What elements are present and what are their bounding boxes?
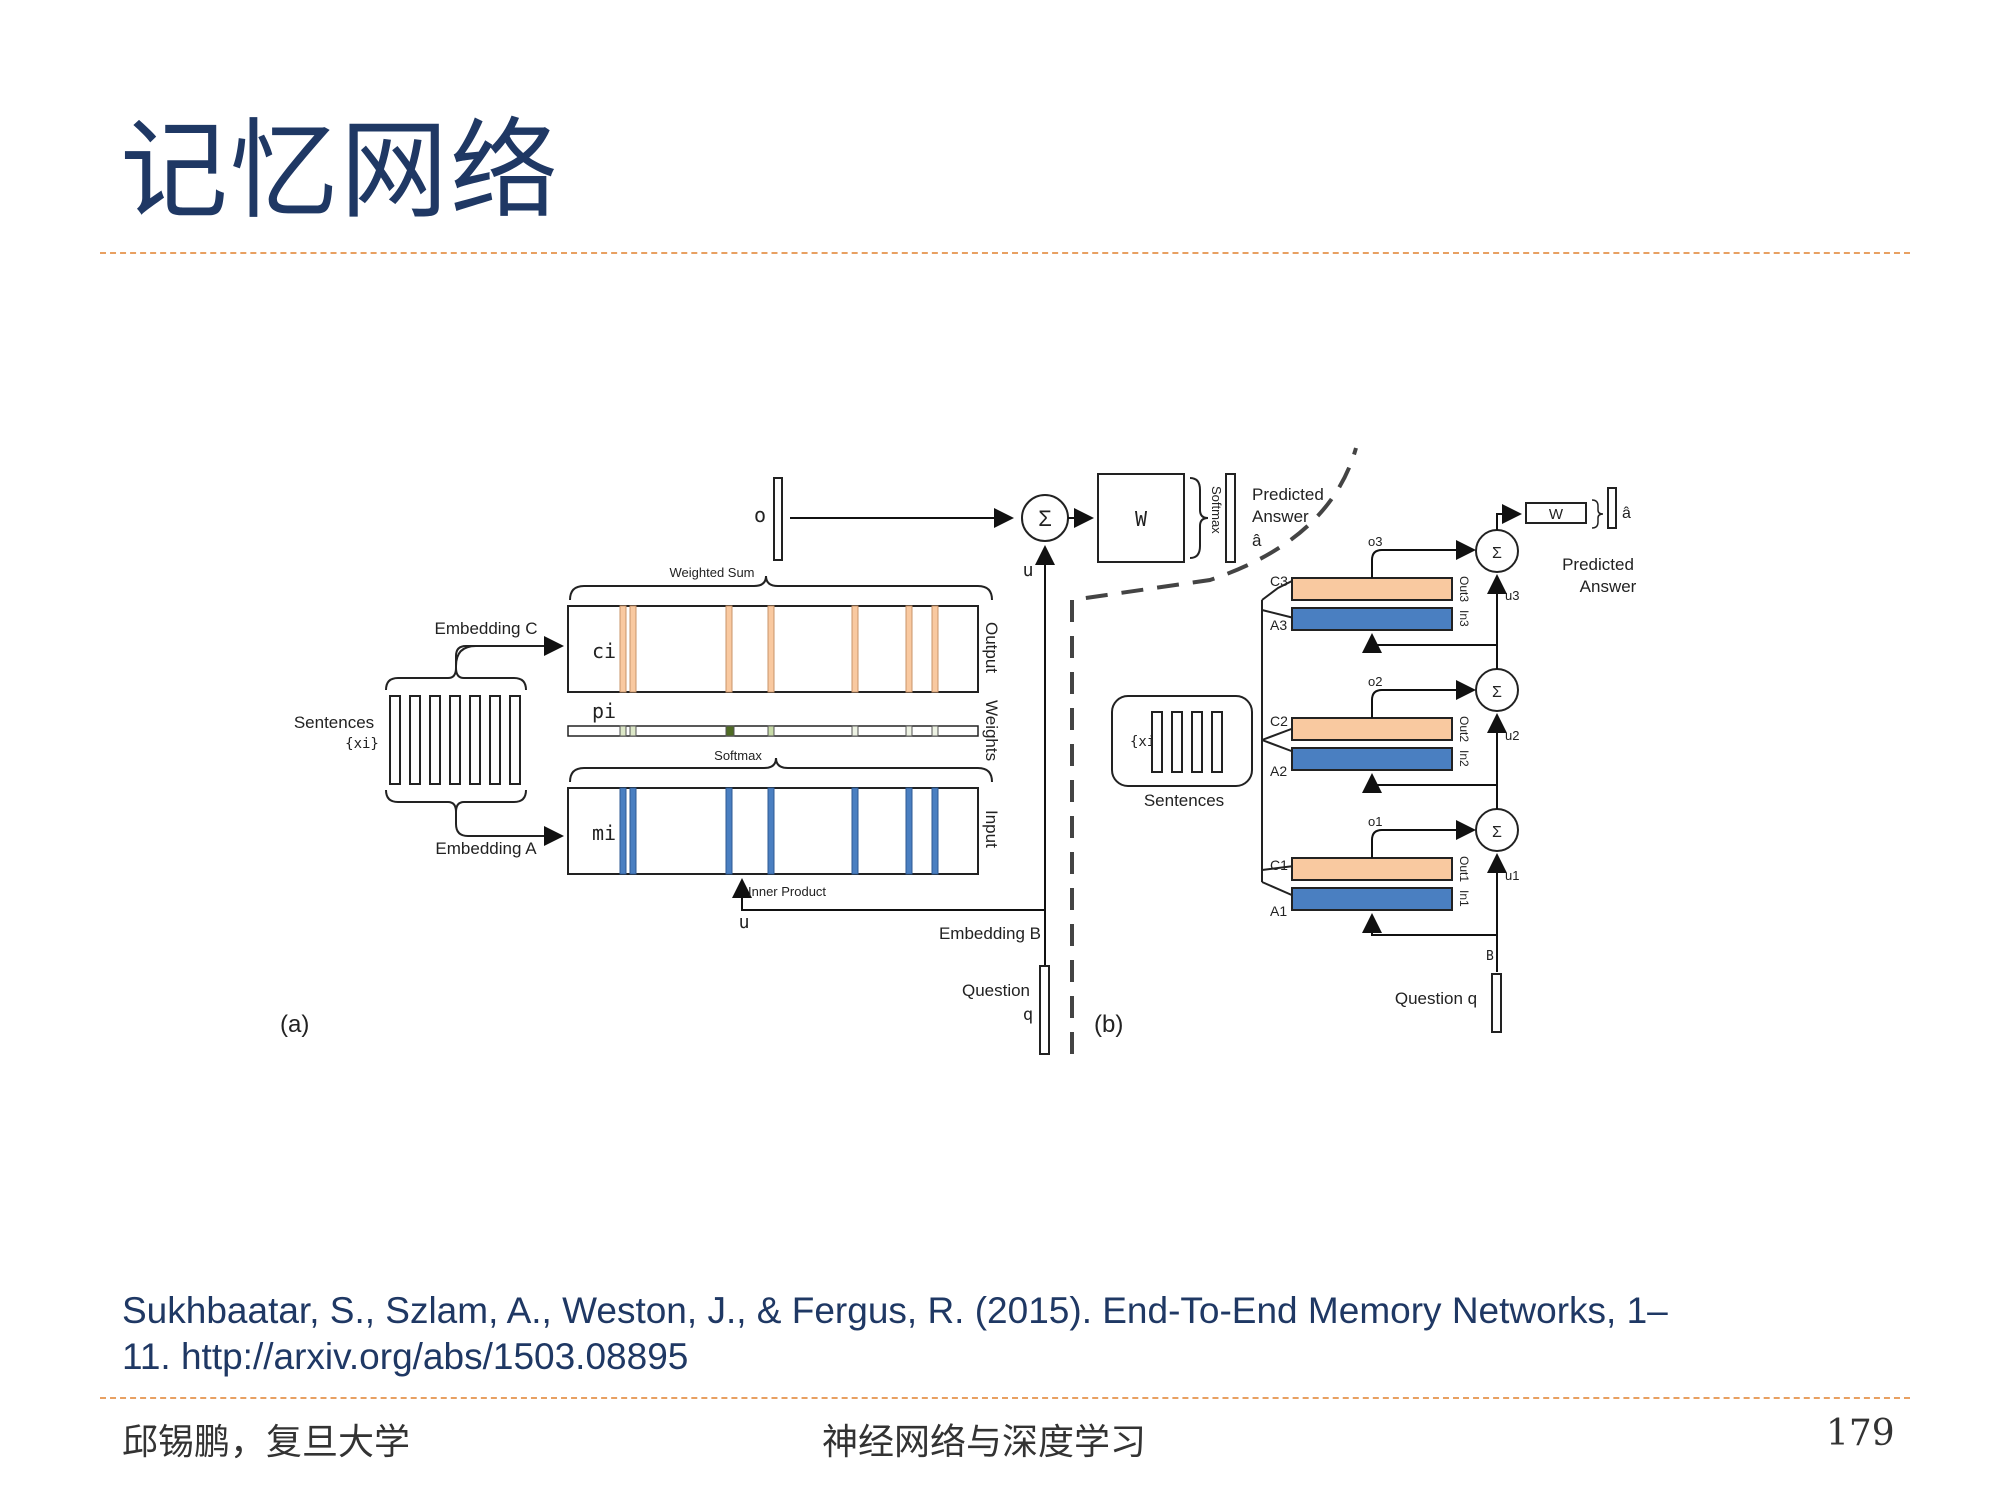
b-predicted-label: Predicted	[1562, 555, 1634, 574]
output-label: Output	[982, 622, 1001, 673]
mi-label: mi	[592, 821, 616, 845]
hop1-u: u1	[1505, 868, 1519, 883]
hop2-input-memory	[1291, 747, 1453, 771]
hop1-c: C1	[1270, 857, 1288, 873]
sentences-label: Sentences	[294, 713, 374, 732]
answer-vector	[1225, 473, 1236, 563]
hop3-input-memory	[1291, 607, 1453, 631]
question-vector	[1039, 965, 1050, 1055]
b-w-label: W	[1549, 506, 1564, 523]
hop2-sigma: Σ	[1492, 684, 1502, 701]
hop2-a: A2	[1270, 763, 1287, 779]
b-B-label: B	[1486, 949, 1494, 964]
b-answer-label: Answer	[1580, 577, 1637, 596]
sigma-label: Σ	[1038, 506, 1052, 531]
hop1-output-memory	[1291, 857, 1453, 881]
hop1-a: A1	[1270, 903, 1287, 919]
diagram-b: (b) {xi} Sentences C3 A3 Out3 In3 C2 A2 …	[1094, 487, 1637, 1038]
b-a-hat: â	[1622, 505, 1631, 522]
hop2-in: In2	[1457, 750, 1471, 767]
hop2-u: u2	[1505, 728, 1519, 743]
o-label: o	[754, 503, 766, 527]
hop3-c: C3	[1270, 573, 1288, 589]
u-bottom-label: u	[739, 912, 750, 933]
hop2-c: C2	[1270, 713, 1288, 729]
b-question-label: Question q	[1395, 989, 1477, 1008]
hop3-in: In3	[1457, 610, 1471, 627]
reference-citation: Sukhbaatar, S., Szlam, A., Weston, J., &…	[122, 1288, 1822, 1380]
footer-divider	[100, 1397, 1910, 1399]
panel-b-label: (b)	[1094, 1011, 1123, 1038]
hop2-o: o2	[1368, 674, 1382, 689]
answer-label: Answer	[1252, 507, 1309, 526]
w-label: W	[1135, 507, 1148, 531]
b-w-matrix	[1525, 502, 1587, 524]
hop1-out: Out1	[1457, 856, 1471, 882]
q-label: q	[1023, 1005, 1033, 1025]
a-hat-label: â	[1252, 531, 1262, 550]
hop3-o: o3	[1368, 534, 1382, 549]
predicted-label: Predicted	[1252, 485, 1324, 504]
embedding-c-label: Embedding C	[434, 619, 537, 638]
b-sentences-label: Sentences	[1144, 791, 1224, 810]
panel-a-label: (a)	[280, 1011, 309, 1038]
reference-line-1: Sukhbaatar, S., Szlam, A., Weston, J., &…	[122, 1290, 1668, 1331]
hop3-out: Out3	[1457, 576, 1471, 602]
hop1-sigma: Σ	[1492, 824, 1502, 841]
panel-separator	[1070, 447, 1358, 1054]
hop1-input-memory	[1291, 887, 1453, 911]
w-matrix	[1097, 473, 1185, 563]
hop3-output-memory	[1291, 577, 1453, 601]
b-answer-vector	[1607, 487, 1617, 529]
reference-line-2: 11. http://arxiv.org/abs/1503.08895	[122, 1336, 689, 1377]
weights-label: Weights	[982, 700, 1001, 761]
hop3-u: u3	[1505, 588, 1519, 603]
diagram-a: o Σ W Softmax Predicted Answer â u Weigh…	[280, 473, 1324, 1055]
ci-label: ci	[592, 639, 616, 663]
hop1-in: In1	[1457, 890, 1471, 907]
sentences-set-label: {xi}	[345, 736, 379, 752]
page-number: 179	[1826, 1413, 1895, 1454]
hop3-sigma: Σ	[1492, 545, 1502, 562]
input-label: Input	[982, 810, 1001, 848]
page-title: 记忆网络	[120, 109, 561, 234]
softmax-label: Softmax	[714, 748, 762, 763]
b-question-vector	[1491, 973, 1502, 1033]
o-vector	[773, 477, 783, 561]
hop2-output-memory	[1291, 717, 1453, 741]
embedding-a-label: Embedding A	[435, 839, 537, 858]
inner-product-label: Inner Product	[748, 884, 826, 899]
footer-author: 邱锡鹏，复旦大学	[122, 1422, 411, 1463]
hop2-out: Out2	[1457, 716, 1471, 742]
footer-course: 神经网络与深度学习	[822, 1422, 1147, 1463]
u-top-label: u	[1023, 560, 1034, 581]
question-label: Question	[962, 981, 1030, 1000]
title-divider	[100, 252, 1910, 254]
pi-label: pi	[592, 699, 616, 723]
hop1-o: o1	[1368, 814, 1382, 829]
hop3-a: A3	[1270, 617, 1287, 633]
weighted-sum-label: Weighted Sum	[669, 565, 754, 580]
sentence-vectors	[389, 695, 521, 785]
embedding-b-label: Embedding B	[939, 924, 1041, 943]
softmax-vertical-label: Softmax	[1209, 486, 1224, 534]
